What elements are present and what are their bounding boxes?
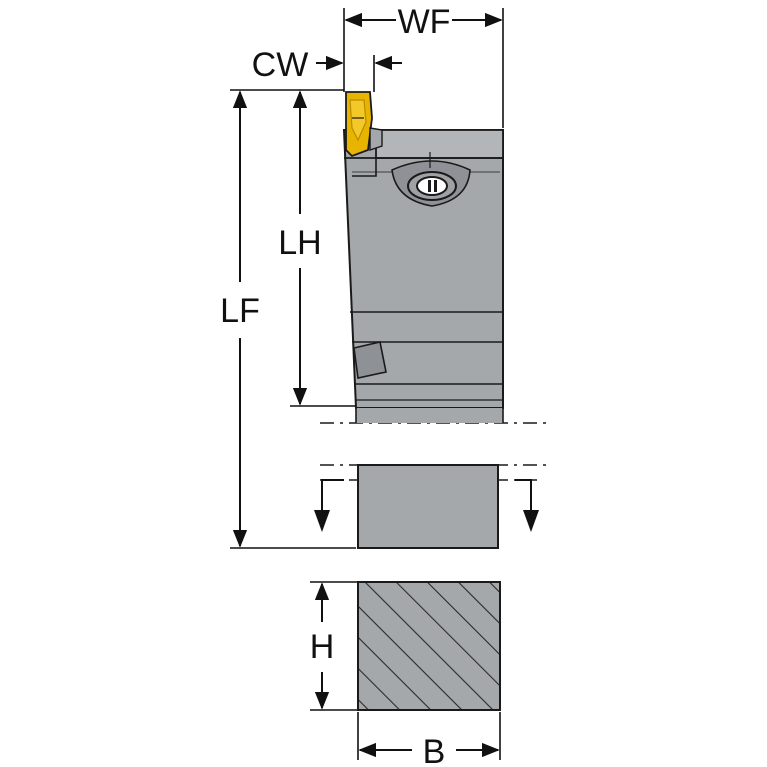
- dimension-label-b: B: [423, 733, 446, 767]
- section-arrow-right-icon: [523, 510, 539, 532]
- dimension-label-cw: CW: [252, 46, 309, 84]
- cross-section: [357, 581, 501, 711]
- dimension-label-h: H: [310, 628, 335, 666]
- cutting-insert-icon: [345, 91, 383, 158]
- side-pin-icon: [353, 341, 387, 379]
- dimension-label-wf: WF: [398, 3, 451, 41]
- dimension-label-lh: LH: [278, 224, 321, 262]
- holder-shank-gap: [356, 408, 503, 423]
- section-arrows: [321, 479, 532, 510]
- section-arrow-left-icon: [314, 510, 330, 532]
- holder-body-lower: [357, 464, 499, 549]
- extension-lines: [230, 8, 504, 760]
- dimension-label-lf: LF: [220, 292, 260, 330]
- holder-body-upper: [342, 129, 504, 409]
- dimension-lines: [232, 12, 503, 758]
- clamp-screw-icon: [391, 152, 471, 207]
